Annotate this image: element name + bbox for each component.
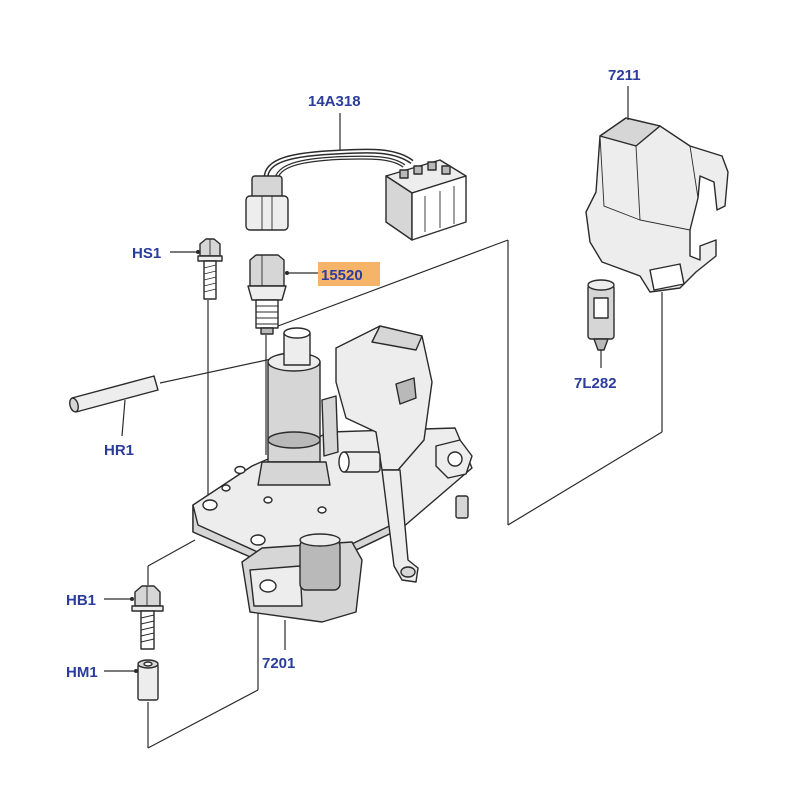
label-hb1[interactable]: HB1 — [66, 592, 96, 609]
wiring-harness[interactable]: 14A318 — [245, 93, 467, 241]
bolt-hb1[interactable]: HB1 — [66, 585, 164, 650]
pin-leader-line — [121, 399, 126, 437]
harness-left-connector — [245, 175, 289, 231]
sleeve-hm1[interactable]: HM1 — [66, 659, 159, 701]
label-14a318[interactable]: 14A318 — [308, 93, 361, 110]
label-hm1[interactable]: HM1 — [66, 664, 98, 681]
sensor-15520[interactable]: 15520 — [247, 254, 380, 335]
pin-hr1[interactable]: HR1 — [68, 375, 159, 459]
harness-right-connector — [385, 159, 467, 241]
sensor-label-highlight — [318, 262, 380, 286]
assembly-lines — [147, 239, 663, 749]
label-7211[interactable]: 7211 — [608, 67, 641, 84]
label-hr1[interactable]: HR1 — [104, 442, 134, 459]
label-7l282[interactable]: 7L282 — [574, 375, 617, 392]
label-15520[interactable]: 15520 — [321, 267, 363, 284]
clip-7l282[interactable]: 7L282 — [574, 279, 617, 392]
shift-mechanism-7201[interactable]: 7201 — [192, 325, 473, 672]
screw-hs1[interactable]: HS1 — [132, 238, 223, 300]
cover-7211[interactable]: 7211 — [585, 67, 729, 293]
label-7201[interactable]: 7201 — [262, 655, 295, 672]
label-hs1[interactable]: HS1 — [132, 245, 161, 262]
